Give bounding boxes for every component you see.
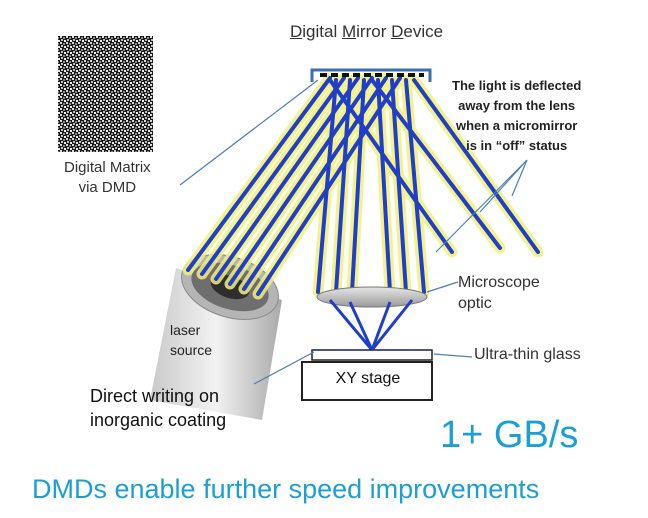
deflection-note: The light is deflected away from the len… (452, 76, 581, 156)
leader-lines (179, 79, 528, 385)
ultra-thin-glass-label: Ultra-thin glass (474, 346, 581, 363)
note-line1: The light is deflected (452, 78, 582, 93)
beam-8 (350, 78, 366, 294)
light-beams (186, 76, 540, 296)
beam-6 (316, 78, 338, 294)
matrix-label-line2: via DMD (78, 179, 137, 196)
tagline: DMDs enable further speed improvements (32, 474, 540, 504)
focused-beams (328, 299, 414, 351)
microscope-optic (316, 286, 428, 308)
writing-label-line2: inorganic coating (90, 410, 227, 430)
xy-stage-label: XY stage (335, 370, 401, 387)
note-line3: when a micromirror (455, 118, 578, 133)
beam-10 (390, 78, 408, 294)
ultra-thin-glass (311, 349, 433, 361)
micro-label-line2: optic (458, 295, 492, 312)
laser-source-label: laser source (170, 320, 212, 360)
beam-0 (186, 76, 332, 272)
xy-stage (301, 361, 433, 401)
direct-writing-label: Direct writing on inorganic coating (90, 384, 226, 432)
writing-label-line1: Direct writing on (90, 386, 220, 406)
speed-label: 1+ GB/s (440, 414, 579, 456)
digital-matrix-label: Digital Matrix via DMD (64, 158, 151, 198)
beam-13 (370, 78, 502, 250)
dmd-title: Digital Mirror Device (290, 22, 444, 41)
note-line2: away from the lens (458, 98, 576, 113)
note-line4: is in “off” status (466, 138, 568, 153)
beam-9 (376, 78, 392, 294)
beam-14 (412, 78, 540, 254)
microscope-optic-label: Microscope optic (458, 272, 540, 314)
beam-7 (334, 78, 352, 294)
beam-1 (200, 76, 346, 276)
digital-mirror-device (310, 68, 432, 82)
beam-11 (404, 78, 426, 294)
micro-label-line1: Microscope (458, 274, 540, 291)
matrix-label-line1: Digital Matrix (64, 159, 151, 176)
laser-label-line2: source (170, 342, 213, 358)
beam-12 (328, 78, 454, 254)
digital-matrix-image (58, 36, 153, 152)
laser-label-line1: laser (170, 322, 201, 338)
